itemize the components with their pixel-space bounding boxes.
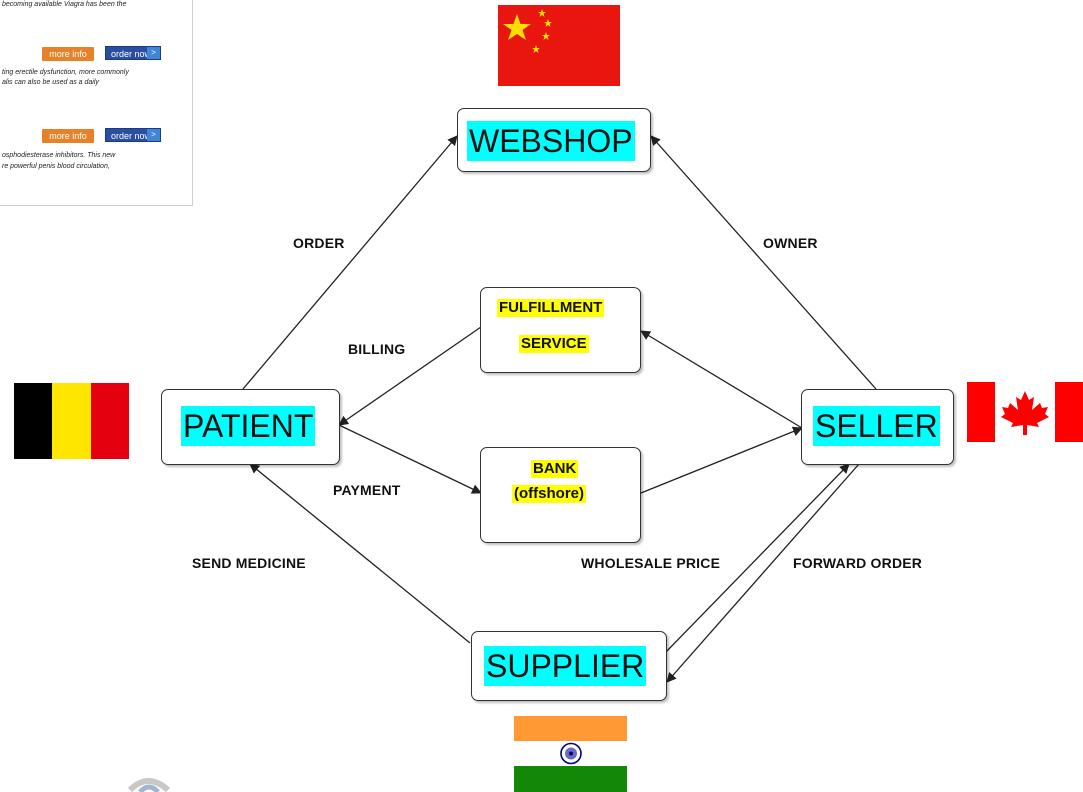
bank-label: BANK — [531, 460, 579, 478]
china-stars-icon — [503, 9, 552, 53]
order-now-button[interactable]: order now > — [105, 46, 161, 60]
belgium-flag — [14, 383, 129, 459]
fulfillment-label: FULFILLMENT — [497, 299, 605, 317]
arrow-billing — [338, 326, 482, 426]
more-info-button[interactable]: more info — [42, 47, 94, 61]
wifi-watermark-icon — [127, 778, 171, 792]
ad-text-line: osphodiesterase inhibitors. This new — [2, 152, 116, 159]
order-now-button[interactable]: order now > — [105, 128, 161, 142]
arrow-wholesale-price — [663, 463, 850, 655]
fulfillment-service-node: FULFILLMENT SERVICE — [480, 287, 641, 373]
supplier-label: SUPPLIER — [484, 646, 647, 686]
maple-leaf-icon — [1001, 391, 1049, 435]
order-now-label: order now — [111, 131, 152, 141]
arrow-seller-fulfillment — [640, 330, 803, 429]
chakra-icon — [560, 742, 582, 765]
arrow-payment — [338, 424, 482, 494]
service-label: SERVICE — [519, 335, 589, 353]
arrow-bank-seller — [640, 426, 803, 494]
seller-node: SELLER — [801, 389, 954, 465]
ad-text-line: alis can also be used as a daily — [2, 79, 99, 86]
payment-edge-label: PAYMENT — [333, 482, 401, 498]
wholesale-price-edge-label: WHOLESALE PRICE — [581, 555, 721, 571]
china-flag — [498, 5, 620, 86]
india-flag — [514, 716, 627, 792]
ad-panel: becoming available Viagra has been the m… — [0, 0, 193, 206]
chevron-right-icon: > — [147, 129, 160, 141]
bank-offshore-node: BANK (offshore) — [480, 447, 641, 543]
chevron-right-icon: > — [147, 47, 160, 59]
ad-text-line: ting erectile dysfunction, more commonly — [2, 69, 129, 76]
arrow-send-medicine — [249, 463, 471, 644]
arrow-order — [242, 135, 458, 390]
forward-order-edge-label: FORWARD ORDER — [793, 555, 923, 571]
seller-label: SELLER — [813, 406, 940, 446]
arrow-owner — [650, 135, 877, 390]
patient-node: PATIENT — [161, 389, 340, 465]
ad-text-line: re powerful penis blood circulation, — [2, 163, 110, 170]
send-medicine-edge-label: SEND MEDICINE — [192, 555, 306, 571]
canada-flag — [967, 382, 1083, 442]
arrow-forward-order — [666, 463, 860, 683]
offshore-label: (offshore) — [512, 485, 586, 503]
webshop-node: WEBSHOP — [457, 108, 651, 172]
supplier-node: SUPPLIER — [471, 631, 667, 701]
more-info-button[interactable]: more info — [42, 129, 94, 143]
owner-edge-label: OWNER — [763, 235, 818, 251]
billing-edge-label: BILLING — [348, 341, 406, 357]
order-now-label: order now — [111, 49, 152, 59]
webshop-label: WEBSHOP — [467, 121, 635, 161]
ad-text-line: becoming available Viagra has been the — [2, 1, 127, 8]
patient-label: PATIENT — [181, 406, 316, 446]
order-edge-label: ORDER — [293, 235, 345, 251]
